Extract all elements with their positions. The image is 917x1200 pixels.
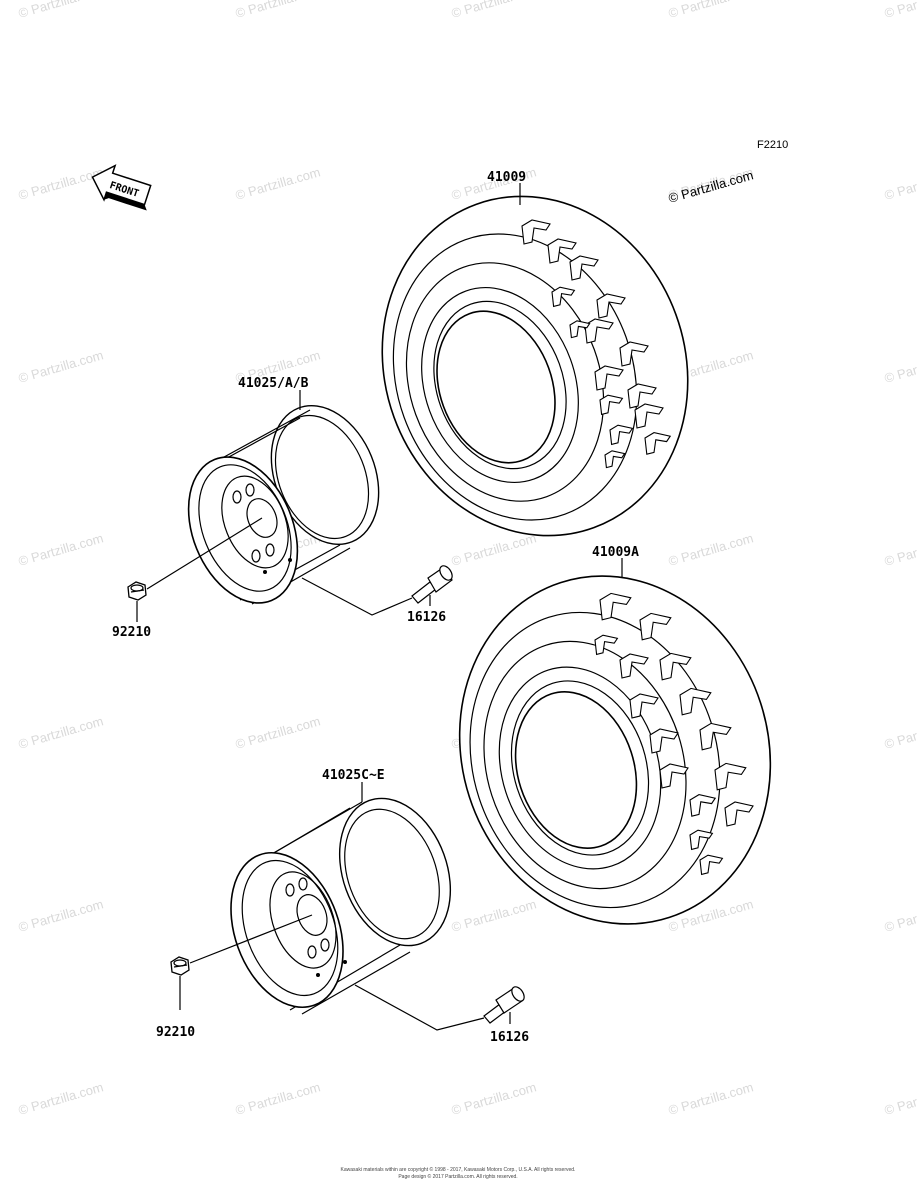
tread-block [689, 794, 717, 817]
tread-block [547, 238, 577, 264]
tire-rear-tread [594, 592, 754, 876]
tread-block [659, 652, 692, 681]
tread-block [584, 318, 614, 344]
tread-block [599, 592, 632, 621]
watermark-text: © Partzilla.com [234, 713, 322, 752]
label-wheel-front: 41025/A/B [238, 376, 309, 391]
tread-block [551, 286, 576, 308]
watermark-text: © Partzilla.com [883, 347, 917, 386]
label-nut-front: 92210 [112, 625, 151, 640]
tread-block [649, 728, 679, 754]
label-valve-rear: 16126 [490, 1030, 529, 1045]
valve-rear [483, 986, 525, 1024]
watermark-text: © Partzilla.com [450, 530, 538, 569]
watermark-text: © Partzilla.com [667, 1079, 755, 1118]
valve-front [411, 565, 453, 604]
nut-rear [170, 956, 190, 976]
tread-block [679, 687, 712, 716]
watermark-text: © Partzilla.com [17, 347, 105, 386]
watermark-text: © Partzilla.com [234, 164, 322, 203]
watermark-text: © Partzilla.com [17, 530, 105, 569]
tread-block [724, 801, 754, 827]
nut-front [127, 581, 147, 601]
tread-block [609, 424, 634, 446]
tread-block [596, 293, 626, 319]
tread-block [659, 763, 689, 789]
watermark-text: © Partzilla.com [17, 164, 105, 203]
wheel-rear [230, 797, 452, 1015]
tread-block [699, 854, 724, 876]
tire-front [381, 195, 689, 537]
label-valve-front: 16126 [407, 610, 446, 625]
label-tire-rear: 41009A [592, 545, 639, 560]
tread-block [644, 432, 672, 455]
watermark-text: © Partzilla.com [234, 1079, 322, 1118]
tread-block [627, 383, 657, 409]
watermark-text: © Partzilla.com [883, 1079, 917, 1118]
tread-block [634, 403, 664, 429]
tread-block [569, 320, 591, 339]
watermark-text: © Partzilla.com [17, 0, 105, 21]
front-arrow-icon: FRONT [91, 164, 152, 211]
watermark-text: © Partzilla.com [450, 896, 538, 935]
tread-block [599, 394, 624, 416]
tread-block [699, 722, 732, 751]
watermark-text: © Partzilla.com [17, 1079, 105, 1118]
tread-block [521, 219, 551, 245]
tread-block [629, 693, 659, 719]
tire-front-tread [521, 219, 672, 469]
watermark-text: © Partzilla.com [17, 713, 105, 752]
tread-block [619, 653, 649, 679]
watermark-text: © Partzilla.com [17, 896, 105, 935]
footer-line-2: Page design © 2017 Partzilla.com. All ri… [398, 1173, 517, 1180]
tread-block [639, 612, 672, 641]
watermark-text: © Partzilla.com [450, 1079, 538, 1118]
watermark-text: © Partzilla.com [883, 896, 917, 935]
wheel-front [187, 404, 380, 605]
watermark-text: © Partzilla.com [883, 713, 917, 752]
tread-block [594, 365, 624, 391]
watermark-text: © Partzilla.com [883, 164, 917, 203]
watermark-text: © Partzilla.com [234, 0, 322, 21]
label-wheel-rear: 41025C~E [322, 768, 385, 783]
watermark-text: © Partzilla.com [883, 0, 917, 21]
watermark-text: © Partzilla.com [883, 530, 917, 569]
watermark-text: © Partzilla.com [667, 0, 755, 21]
watermark-text: © Partzilla.com [667, 530, 755, 569]
tread-block [689, 829, 714, 851]
tread-block [714, 762, 747, 791]
watermark-layer: © Partzilla.com © Partzilla.com © Partzill… [17, 0, 917, 1118]
figure-code: F2210 [757, 139, 788, 151]
tread-block [619, 341, 649, 367]
watermark-text: © Partzilla.com [450, 0, 538, 21]
tread-block [569, 255, 599, 281]
tire-rear [458, 575, 772, 925]
tread-block [594, 634, 619, 656]
tread-block [604, 450, 626, 469]
label-tire-front: 41009 [487, 170, 526, 185]
label-nut-rear: 92210 [156, 1025, 195, 1040]
footer-line-1: Kawasaki materials within are copyright … [341, 1166, 576, 1173]
